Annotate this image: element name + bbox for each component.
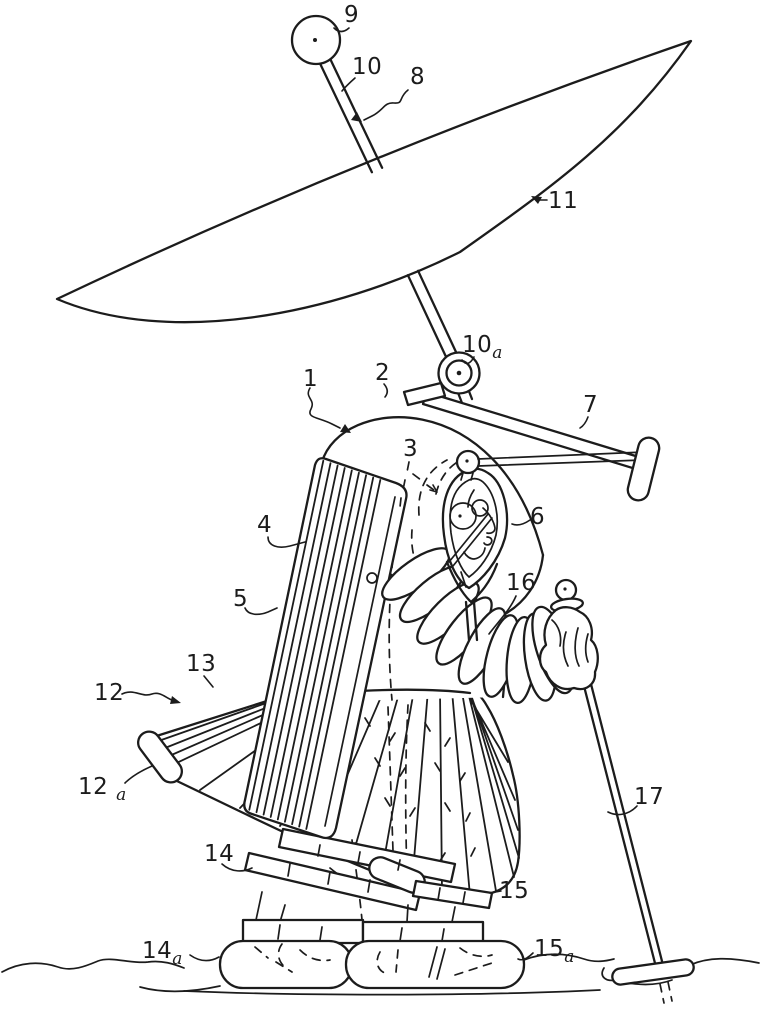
- ref-label-9: 9: [344, 2, 359, 28]
- ref-label-2: 2: [375, 360, 390, 386]
- visor-and-face: [441, 449, 509, 642]
- ref-label-14: 14: [204, 841, 234, 867]
- helmet-dome: [320, 416, 545, 557]
- ref-label-16: 16: [506, 570, 536, 596]
- ref-label-6: 6: [530, 504, 545, 530]
- goggle-lens: [449, 502, 477, 530]
- ref-label-7: 7: [583, 392, 598, 418]
- ref-label-4: 4: [257, 512, 272, 538]
- antenna-dish-assembly: [55, 14, 693, 405]
- reference-labels: 9 10 8 11 10a 1 2 7 3 6 4 5 16 13 12 12 …: [78, 2, 664, 969]
- ref-label-8: 8: [410, 64, 425, 90]
- ref-label-1: 1: [303, 366, 318, 392]
- ref-label-10a: 10a: [462, 332, 503, 363]
- foot-plate-left: [241, 918, 365, 945]
- ref-label-17: 17: [634, 784, 664, 810]
- ribbed-back-panel: [243, 457, 408, 840]
- ref-label-15a: 15a: [534, 936, 575, 967]
- ref-label-12: 12: [94, 680, 124, 706]
- pole-basket: [611, 958, 695, 986]
- ski-bars: [243, 827, 494, 923]
- dome-bracket: [402, 381, 447, 407]
- control-rod-assembly: [402, 381, 661, 502]
- ref-label-15: 15: [499, 878, 529, 904]
- ref-label-12a: 12 a: [78, 774, 127, 805]
- rod-handle: [626, 436, 661, 502]
- thin-rod: [477, 451, 646, 467]
- ref-label-5: 5: [233, 586, 248, 612]
- mast: [319, 58, 474, 405]
- skirt-tip-roller: [137, 730, 183, 784]
- ref-label-10: 10: [352, 54, 382, 80]
- pontoon-left: [218, 939, 354, 990]
- parabolic-dish: [55, 39, 693, 324]
- ski-bar-right: [411, 879, 494, 910]
- leader-lines: [121, 27, 638, 962]
- pontoon-feet: [218, 918, 526, 990]
- mitten-hand: [538, 606, 599, 691]
- ref-label-13: 13: [186, 651, 216, 677]
- hidden-boots: [254, 943, 493, 980]
- pontoon-right: [344, 939, 526, 990]
- ref-label-3: 3: [403, 436, 418, 462]
- panel-rivet: [366, 572, 378, 584]
- ref-label-11: 11: [548, 188, 578, 214]
- visor-strap: [448, 513, 493, 567]
- ref-label-14a: 14a: [142, 938, 183, 969]
